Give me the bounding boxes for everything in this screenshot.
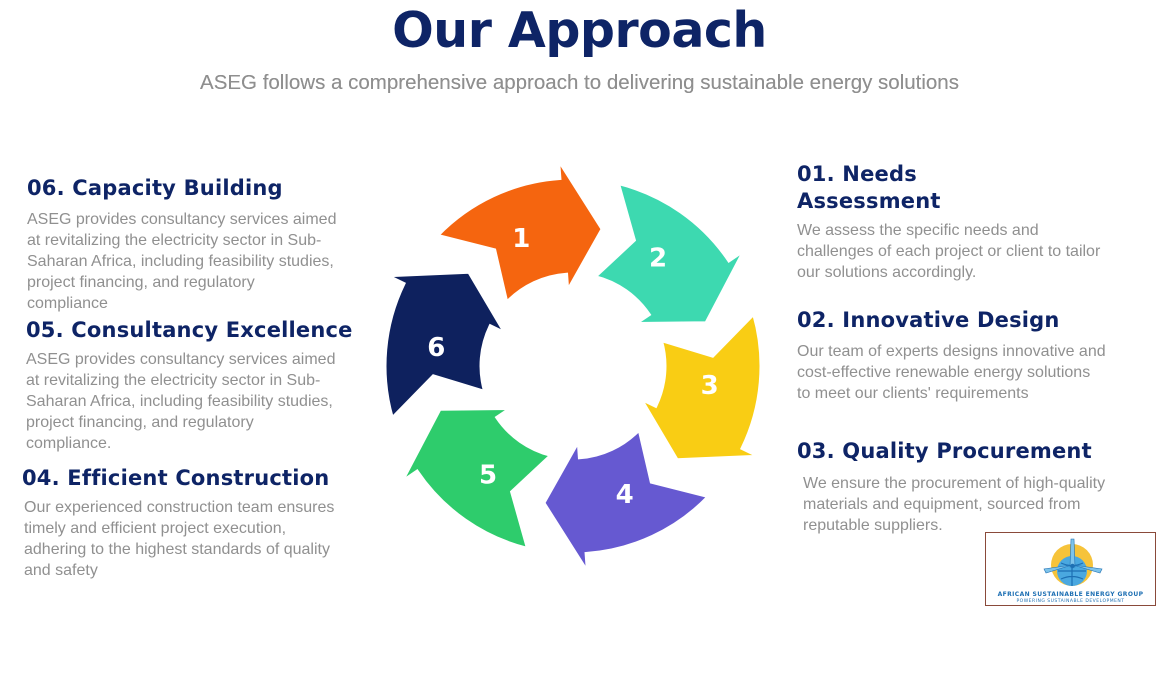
cycle-arrow-3 <box>637 311 763 462</box>
step-01-block: 01. Needs Assessment We assess the speci… <box>797 161 1100 283</box>
step-04-block: 04. Efficient Construction Our experienc… <box>22 465 334 581</box>
cycle-arrow-2 <box>592 181 746 326</box>
step-04-text-line: adhering to the highest standards of qua… <box>24 541 330 558</box>
cycle-arrow-4 <box>542 426 712 573</box>
process-cycle-diagram: 1 2 3 4 5 6 <box>383 159 763 573</box>
step-02-heading: 02. Innovative Design <box>797 308 1060 332</box>
step-02-text-line: cost-effective renewable energy solution… <box>797 364 1091 381</box>
step-04-heading: 04. Efficient Construction <box>22 466 330 490</box>
step-02-text-line: to meet our clients' requirements <box>797 385 1029 402</box>
cycle-step-number: 1 <box>512 224 530 254</box>
step-05-heading: 05. Consultancy Excellence <box>26 318 353 342</box>
cycle-step-number: 3 <box>701 371 719 401</box>
step-06-text-line: project financing, and regulatory <box>27 274 255 291</box>
cycle-arrow-5 <box>400 406 554 551</box>
step-03-heading: 03. Quality Procurement <box>797 439 1092 463</box>
step-04-text-line: timely and efficient project execution, <box>24 520 287 537</box>
cycle-step-number: 6 <box>427 333 445 363</box>
step-05-text-line: compliance. <box>26 435 112 452</box>
step-01-text-line: We assess the specific needs and <box>797 222 1039 239</box>
step-03-text-line: We ensure the procurement of high-qualit… <box>803 475 1106 492</box>
step-01-text-line: challenges of each project or client to … <box>797 243 1101 260</box>
step-02-block: 02. Innovative Design Our team of expert… <box>797 307 1106 404</box>
step-04-text-line: and safety <box>24 562 98 579</box>
step-05-block: 05. Consultancy Excellence ASEG provides… <box>26 317 353 454</box>
cycle-step-number: 5 <box>479 461 497 491</box>
step-06-text-line: compliance <box>27 295 108 312</box>
step-03-block: 03. Quality Procurement We ensure the pr… <box>797 438 1105 536</box>
step-05-text-line: ASEG provides consultancy services aimed <box>26 351 336 368</box>
step-06-block: 06. Capacity Building ASEG provides cons… <box>27 175 336 314</box>
step-02-text-line: Our team of experts designs innovative a… <box>797 343 1106 360</box>
page-title: Our Approach <box>392 2 767 59</box>
aseg-logo: AFRICAN SUSTAINABLE ENERGY GROUP POWERIN… <box>985 532 1156 606</box>
step-05-text-line: Saharan Africa, including feasibility st… <box>26 393 333 410</box>
step-05-text-line: project financing, and regulatory <box>26 414 254 431</box>
wind-turbine-globe-icon <box>1043 538 1103 586</box>
cycle-arrow-6 <box>383 270 509 421</box>
step-06-text-line: Saharan Africa, including feasibility st… <box>27 253 334 270</box>
step-01-heading: 01. Needs <box>797 162 917 186</box>
page-subtitle: ASEG follows a comprehensive approach to… <box>200 71 959 94</box>
step-03-text-line: reputable suppliers. <box>803 517 943 534</box>
step-03-text-line: materials and equipment, sourced from <box>803 496 1081 513</box>
step-04-text-line: Our experienced construction team ensure… <box>24 499 335 516</box>
cycle-step-number: 4 <box>616 480 634 510</box>
step-01-text-line: our solutions accordingly. <box>797 264 977 281</box>
cycle-arrow-1 <box>434 159 604 306</box>
step-06-heading: 06. Capacity Building <box>27 176 283 200</box>
step-06-text-line: at revitalizing the electricity sector i… <box>27 232 322 249</box>
step-01-heading: Assessment <box>797 189 941 213</box>
logo-tagline: POWERING SUSTAINABLE DEVELOPMENT <box>1016 599 1125 604</box>
logo-name: AFRICAN SUSTAINABLE ENERGY GROUP <box>997 591 1144 598</box>
step-05-text-line: at revitalizing the electricity sector i… <box>26 372 321 389</box>
step-06-text-line: ASEG provides consultancy services aimed <box>27 211 337 228</box>
cycle-step-number: 2 <box>649 243 667 273</box>
